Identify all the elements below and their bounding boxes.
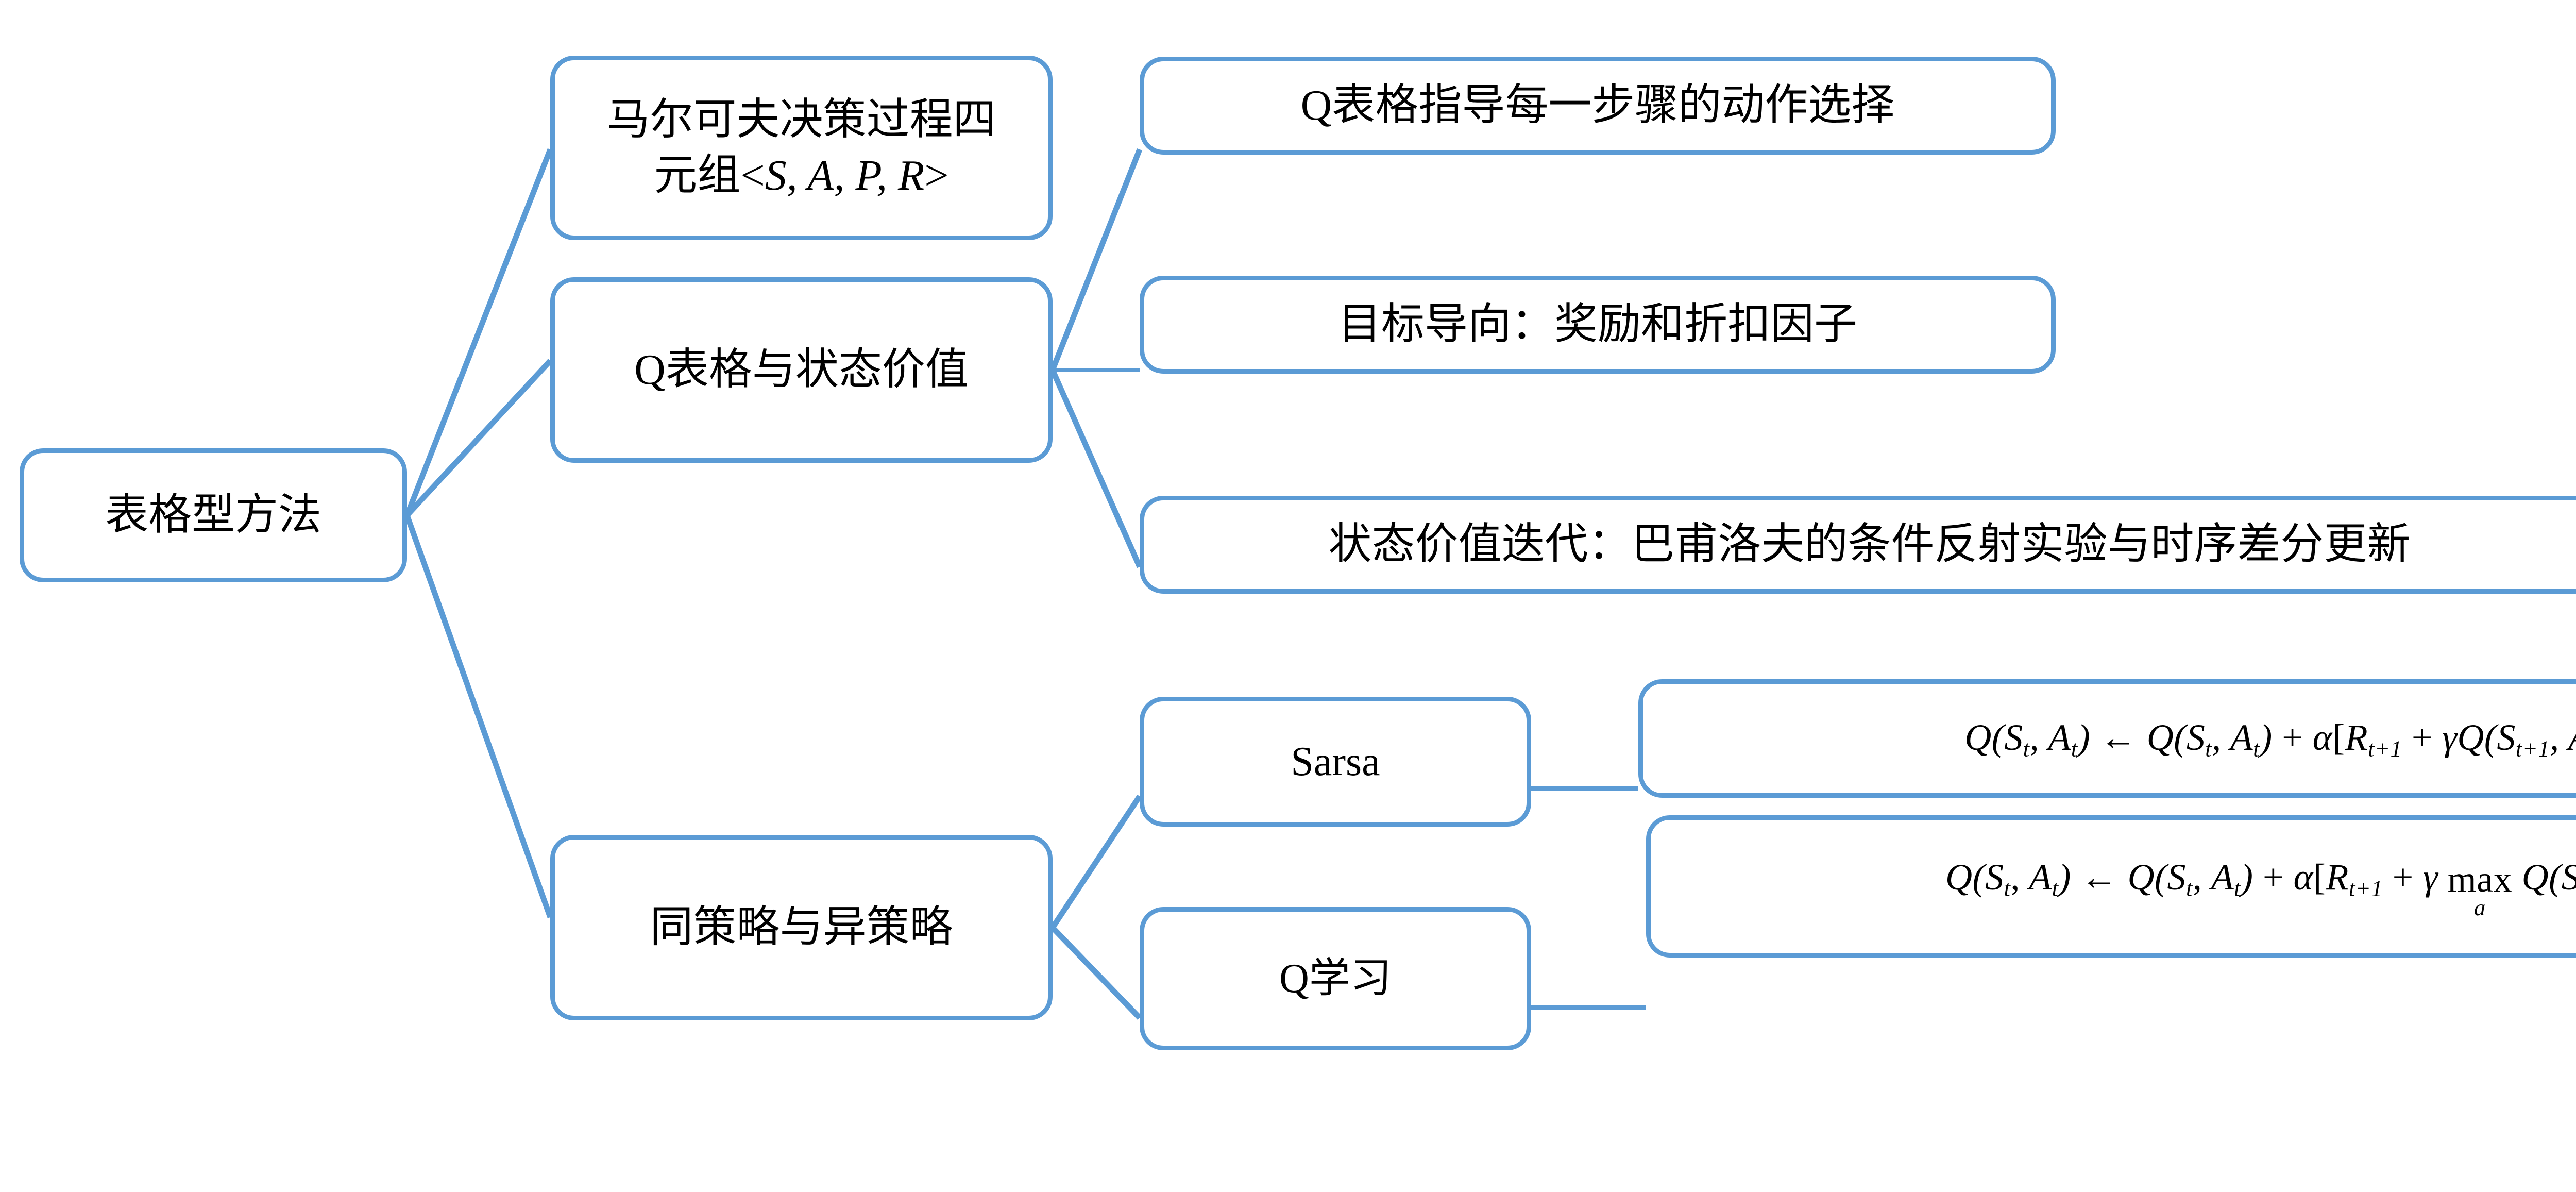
edge-qtable-to-leaf3 xyxy=(1049,368,1143,568)
leaf-node-goal-reward-discount[interactable]: 目标导向：奖励和折扣因子 xyxy=(1140,276,2056,374)
edge-qtable-to-leaf1 xyxy=(1049,148,1143,372)
root-node-label: 表格型方法 xyxy=(105,491,321,540)
branch-node-qtable-label: Q表格与状态价值 xyxy=(634,346,969,394)
leaf-node-qtable-action-selection-label: Q表格指导每一步骤的动作选择 xyxy=(1300,81,1895,130)
branch-node-mdp[interactable]: 马尔可夫决策过程四 元组<S, A, P, R> xyxy=(550,56,1053,240)
mdp-tuple-prefix: 元组< xyxy=(654,152,765,199)
branch-node-policy-label: 同策略与异策略 xyxy=(650,903,953,952)
edge-root-to-qtable xyxy=(404,359,553,517)
root-node[interactable]: 表格型方法 xyxy=(20,448,407,582)
edge-policy-to-qlearning xyxy=(1050,926,1142,1020)
leaf-node-qlearning-label: Q学习 xyxy=(1279,955,1392,1001)
edge-root-to-mdp xyxy=(404,148,553,517)
edge-root-to-policy xyxy=(404,514,553,918)
leaf-node-qlearning[interactable]: Q学习 xyxy=(1140,907,1531,1050)
branch-node-mdp-label: 马尔可夫决策过程四 元组<S, A, P, R> xyxy=(568,92,1035,203)
mdp-tuple-suffix: > xyxy=(924,152,949,199)
branch-node-policy[interactable]: 同策略与异策略 xyxy=(550,835,1053,1020)
formula-node-sarsa[interactable]: Q(St, At) ← Q(St, At) + α[Rt+1 + γQ(St+1… xyxy=(1638,679,2576,798)
leaf-node-goal-reward-discount-label: 目标导向：奖励和折扣因子 xyxy=(1337,300,1857,349)
leaf-node-value-iteration-pavlov[interactable]: 状态价值迭代：巴甫洛夫的条件反射实验与时序差分更新 xyxy=(1140,496,2576,594)
mdp-line-2: 元组<S, A, P, R> xyxy=(654,152,948,199)
mdp-tuple-math: S, A, P, R xyxy=(765,152,925,199)
leaf-node-qtable-action-selection[interactable]: Q表格指导每一步骤的动作选择 xyxy=(1140,57,2056,155)
leaf-node-sarsa-label: Sarsa xyxy=(1291,738,1380,784)
formula-node-sarsa-expression: Q(St, At) ← Q(St, At) + α[Rt+1 + γQ(St+1… xyxy=(1964,716,2576,762)
leaf-node-sarsa[interactable]: Sarsa xyxy=(1140,697,1531,827)
edge-policy-to-sarsa xyxy=(1050,794,1142,930)
leaf-node-value-iteration-pavlov-label: 状态价值迭代：巴甫洛夫的条件反射实验与时序差分更新 xyxy=(1328,521,2411,569)
branch-node-qtable[interactable]: Q表格与状态价值 xyxy=(550,277,1053,463)
mdp-line-1: 马尔可夫决策过程四 xyxy=(606,96,996,144)
